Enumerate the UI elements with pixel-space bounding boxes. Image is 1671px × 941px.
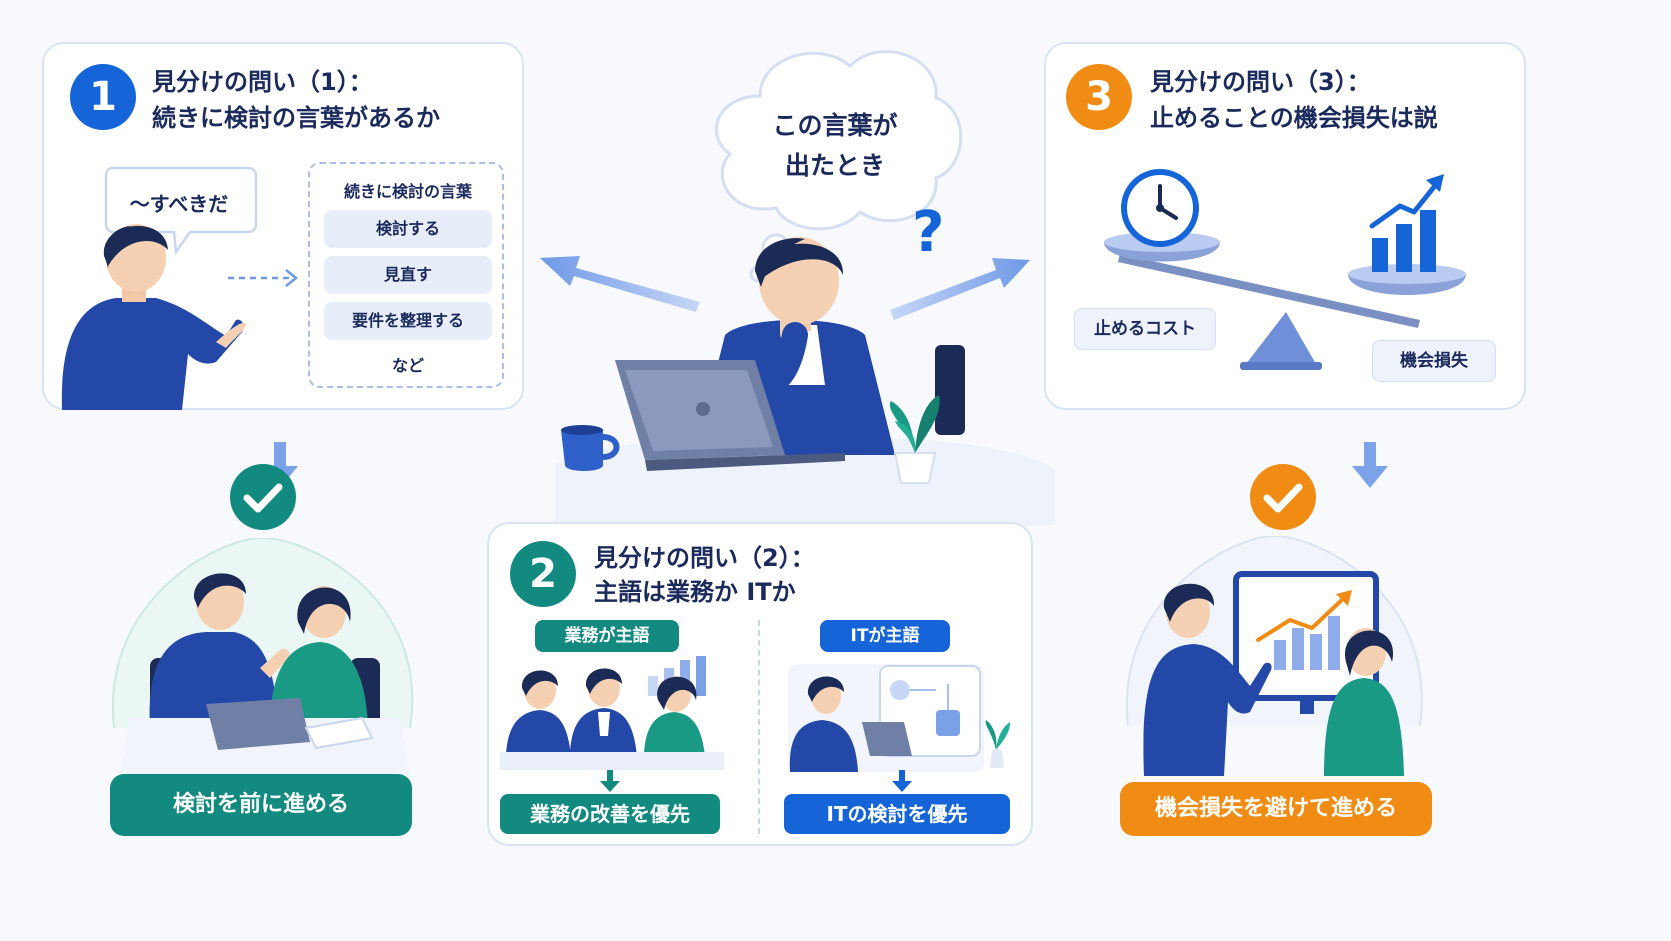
- q3-title-line2: 止めることの機会損失は説: [1150, 104, 1438, 132]
- dashed-arrow: [228, 269, 299, 287]
- arrow-down-q3: [1352, 442, 1388, 488]
- it-result-button: ITの検討を優先: [784, 794, 1010, 834]
- stop-cost-tag: 止めるコスト: [1074, 308, 1216, 350]
- business-team-illustration: [500, 656, 724, 770]
- q2-title-line1: 見分けの問い（2）：: [594, 544, 815, 572]
- meeting-illustration: [111, 538, 414, 778]
- balance-scale-illustration: [1104, 169, 1466, 370]
- check-icon-q3: [1250, 464, 1316, 530]
- it-subject-label: ITが主語: [820, 620, 950, 652]
- review-words-list: 続きに検討の言葉 検討する 見直す 要件を整理する など: [308, 162, 504, 388]
- list-more-text: など: [391, 356, 424, 375]
- business-subject-label: 業務が主語: [535, 620, 679, 652]
- thought-text-line1: この言葉が: [772, 111, 898, 140]
- speech-text: 〜すべきだ: [129, 192, 229, 216]
- q3-title-line1: 見分けの問い（3）：: [1150, 68, 1371, 96]
- small-arrow-left: [600, 770, 620, 792]
- list-item: 要件を整理する: [324, 302, 492, 340]
- q1-title-line1: 見分けの問い（1）：: [152, 68, 373, 96]
- q3-result-button: 機会損失を避けて進める: [1120, 782, 1432, 836]
- q2-divider: [758, 620, 760, 834]
- thought-text-line2: 出たとき: [784, 151, 885, 180]
- list-item: 検討する: [324, 210, 492, 248]
- it-work-illustration: [788, 664, 1010, 772]
- q2-title-line2: 主語は業務か ITか: [594, 578, 796, 606]
- opportunity-loss-tag: 機会損失: [1372, 340, 1496, 382]
- check-icon-q1: [230, 464, 296, 530]
- q1-title-line2: 続きに検討の言葉があるか: [152, 104, 440, 132]
- number-badge-1: 1: [70, 64, 136, 130]
- list-item: 見直す: [324, 256, 492, 294]
- speaking-man-illustration: [61, 224, 246, 410]
- business-result-button: 業務の改善を優先: [500, 794, 720, 834]
- q1-result-button: 検討を前に進める: [110, 774, 412, 836]
- small-arrow-right: [892, 770, 912, 792]
- arrow-right-upper: [890, 258, 1030, 320]
- list-header: 続きに検討の言葉: [343, 182, 472, 201]
- number-badge-2: 2: [510, 541, 576, 607]
- thinking-man-illustration: [555, 237, 1055, 525]
- arrow-left-upper: [540, 256, 700, 312]
- number-badge-3: 3: [1066, 64, 1132, 130]
- presentation-illustration: [1125, 536, 1423, 776]
- question-mark-icon: ?: [912, 200, 945, 265]
